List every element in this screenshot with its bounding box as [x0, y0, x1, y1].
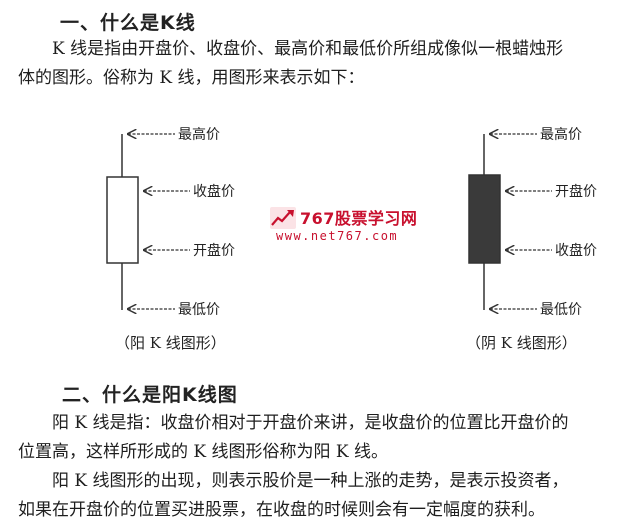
- yin-caption: （阴 K 线图形）: [466, 334, 577, 352]
- yin-candle: [468, 134, 501, 310]
- watermark-url: www.net767.com: [276, 229, 399, 243]
- yin-label-high: 最高价: [540, 126, 582, 143]
- yin-label-low: 最低价: [540, 302, 582, 318]
- section2-heading: 二、什么是阳K线图: [62, 384, 238, 406]
- site-watermark: 767股票学习网 www.net767.com: [270, 205, 420, 249]
- section2-p1-line2: 位置高，这样所形成的 K 线图形俗称为阳 K 线。: [18, 442, 389, 462]
- section2-paragraph2: 阳 K 线图形的出现，则表示股价是一种上涨的走势，是表示投资者， 如果在开盘价的…: [18, 467, 632, 525]
- yang-candle: [106, 134, 139, 310]
- section2-paragraph1: 阳 K 线是指：收盘价相对于开盘价来讲，是收盘价的位置比开盘价的 位置高，这样所…: [18, 409, 632, 467]
- yang-arrows: [128, 134, 190, 309]
- yin-body: [468, 174, 501, 264]
- yang-caption: （阳 K 线图形）: [115, 334, 226, 352]
- section1-line1: K 线是指由开盘价、收盘价、最高价和最低价所组成像似一根蜡烛形: [52, 39, 564, 59]
- yin-arrows: [490, 134, 552, 309]
- yang-label-open: 开盘价: [193, 242, 235, 259]
- yang-body: [106, 176, 139, 264]
- yin-label-close: 收盘价: [555, 242, 597, 259]
- yin-label-open: 开盘价: [555, 183, 597, 200]
- trend-logo-icon: [270, 207, 296, 229]
- watermark-title: 767股票学习网: [300, 209, 418, 228]
- yang-label-close: 收盘价: [193, 183, 235, 200]
- candlestick-diagram: 最高价 收盘价 开盘价 最低价 最高价 开盘价 收盘价 最低价: [106, 126, 597, 318]
- section2-p2-line2: 如果在开盘价的位置买进股票，在收盘的时候则会有一定幅度的获利。: [18, 500, 545, 520]
- section1-heading: 一、什么是K线: [60, 12, 196, 34]
- section1-paragraph: K 线是指由开盘价、收盘价、最高价和最低价所组成像似一根蜡烛形 体的图形。俗称为…: [18, 35, 632, 93]
- section1-line2: 体的图形。俗称为 K 线，用图形来表示如下：: [18, 68, 365, 88]
- yang-label-high: 最高价: [178, 126, 220, 143]
- section2-p1-line1: 阳 K 线是指：收盘价相对于开盘价来讲，是收盘价的位置比开盘价的: [52, 413, 569, 433]
- section2-p2-line1: 阳 K 线图形的出现，则表示股价是一种上涨的走势，是表示投资者，: [52, 471, 569, 491]
- yang-label-low: 最低价: [178, 302, 220, 318]
